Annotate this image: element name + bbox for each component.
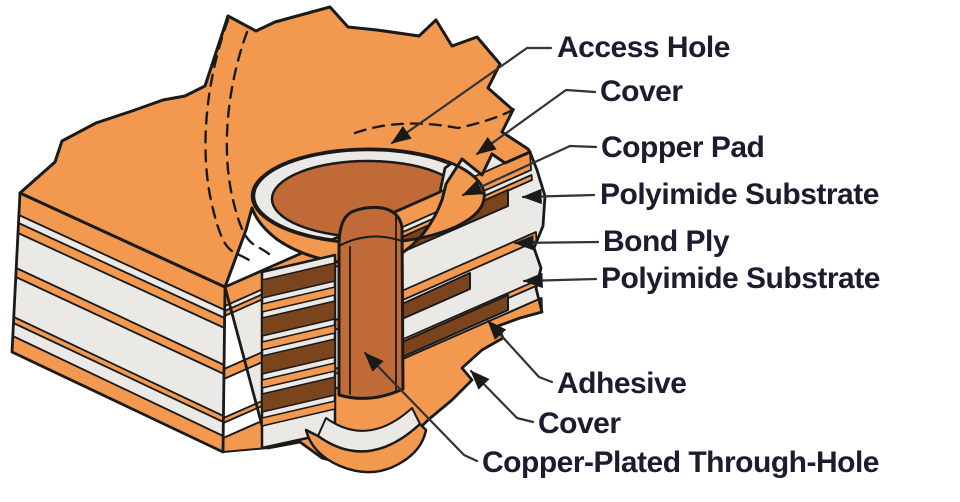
label-cover-top: Cover — [600, 75, 683, 108]
leader-copper-plated-through-hole — [363, 351, 479, 463]
label-cover-bottom: Cover — [538, 407, 621, 440]
left-section-panel — [260, 253, 337, 450]
leader-cover-top — [475, 88, 597, 156]
panel-copper-pad-bar — [261, 300, 336, 337]
leader-bond-ply — [513, 235, 600, 251]
label-copper-pad: Copper Pad — [601, 131, 764, 164]
leader-access-hole — [390, 46, 553, 145]
panel-adhesive-stripe — [261, 324, 336, 351]
hidden-contour-dashed-2 — [225, 30, 271, 256]
panel-adhesive-stripe — [261, 400, 336, 427]
leader-polyimide-substrate-1 — [521, 188, 596, 205]
left-layer-face — [10, 191, 227, 454]
panel-copper-pad-bar — [261, 262, 336, 299]
leader-adhesive — [486, 319, 554, 384]
bulge-cover-band — [304, 422, 428, 474]
through-hole-barrel — [337, 205, 405, 400]
leader-polyimide-substrate-2 — [522, 272, 598, 289]
label-copper-plated-through-hole: Copper-Plated Through-Hole — [482, 446, 879, 479]
panel-copper-pad-bar — [261, 338, 336, 375]
barrel-body — [337, 205, 405, 400]
panel-copper-pad-bar — [261, 376, 336, 413]
label-adhesive: Adhesive — [557, 367, 686, 400]
bottom-cover-bulge — [304, 407, 428, 474]
label-bond-ply: Bond Ply — [603, 225, 730, 258]
label-access-hole: Access Hole — [557, 31, 730, 64]
panel-adhesive-stripe — [261, 286, 336, 313]
hidden-contour-dashed-1 — [204, 18, 254, 264]
label-polyimide-substrate-2: Polyimide Substrate — [601, 262, 880, 295]
panel-adhesive-stripe — [261, 362, 336, 389]
leader-cover-bottom — [469, 369, 535, 424]
label-polyimide-substrate-1: Polyimide Substrate — [600, 178, 879, 211]
hidden-contour-dashed-3 — [353, 105, 520, 135]
leader-copper-pad — [461, 144, 598, 197]
